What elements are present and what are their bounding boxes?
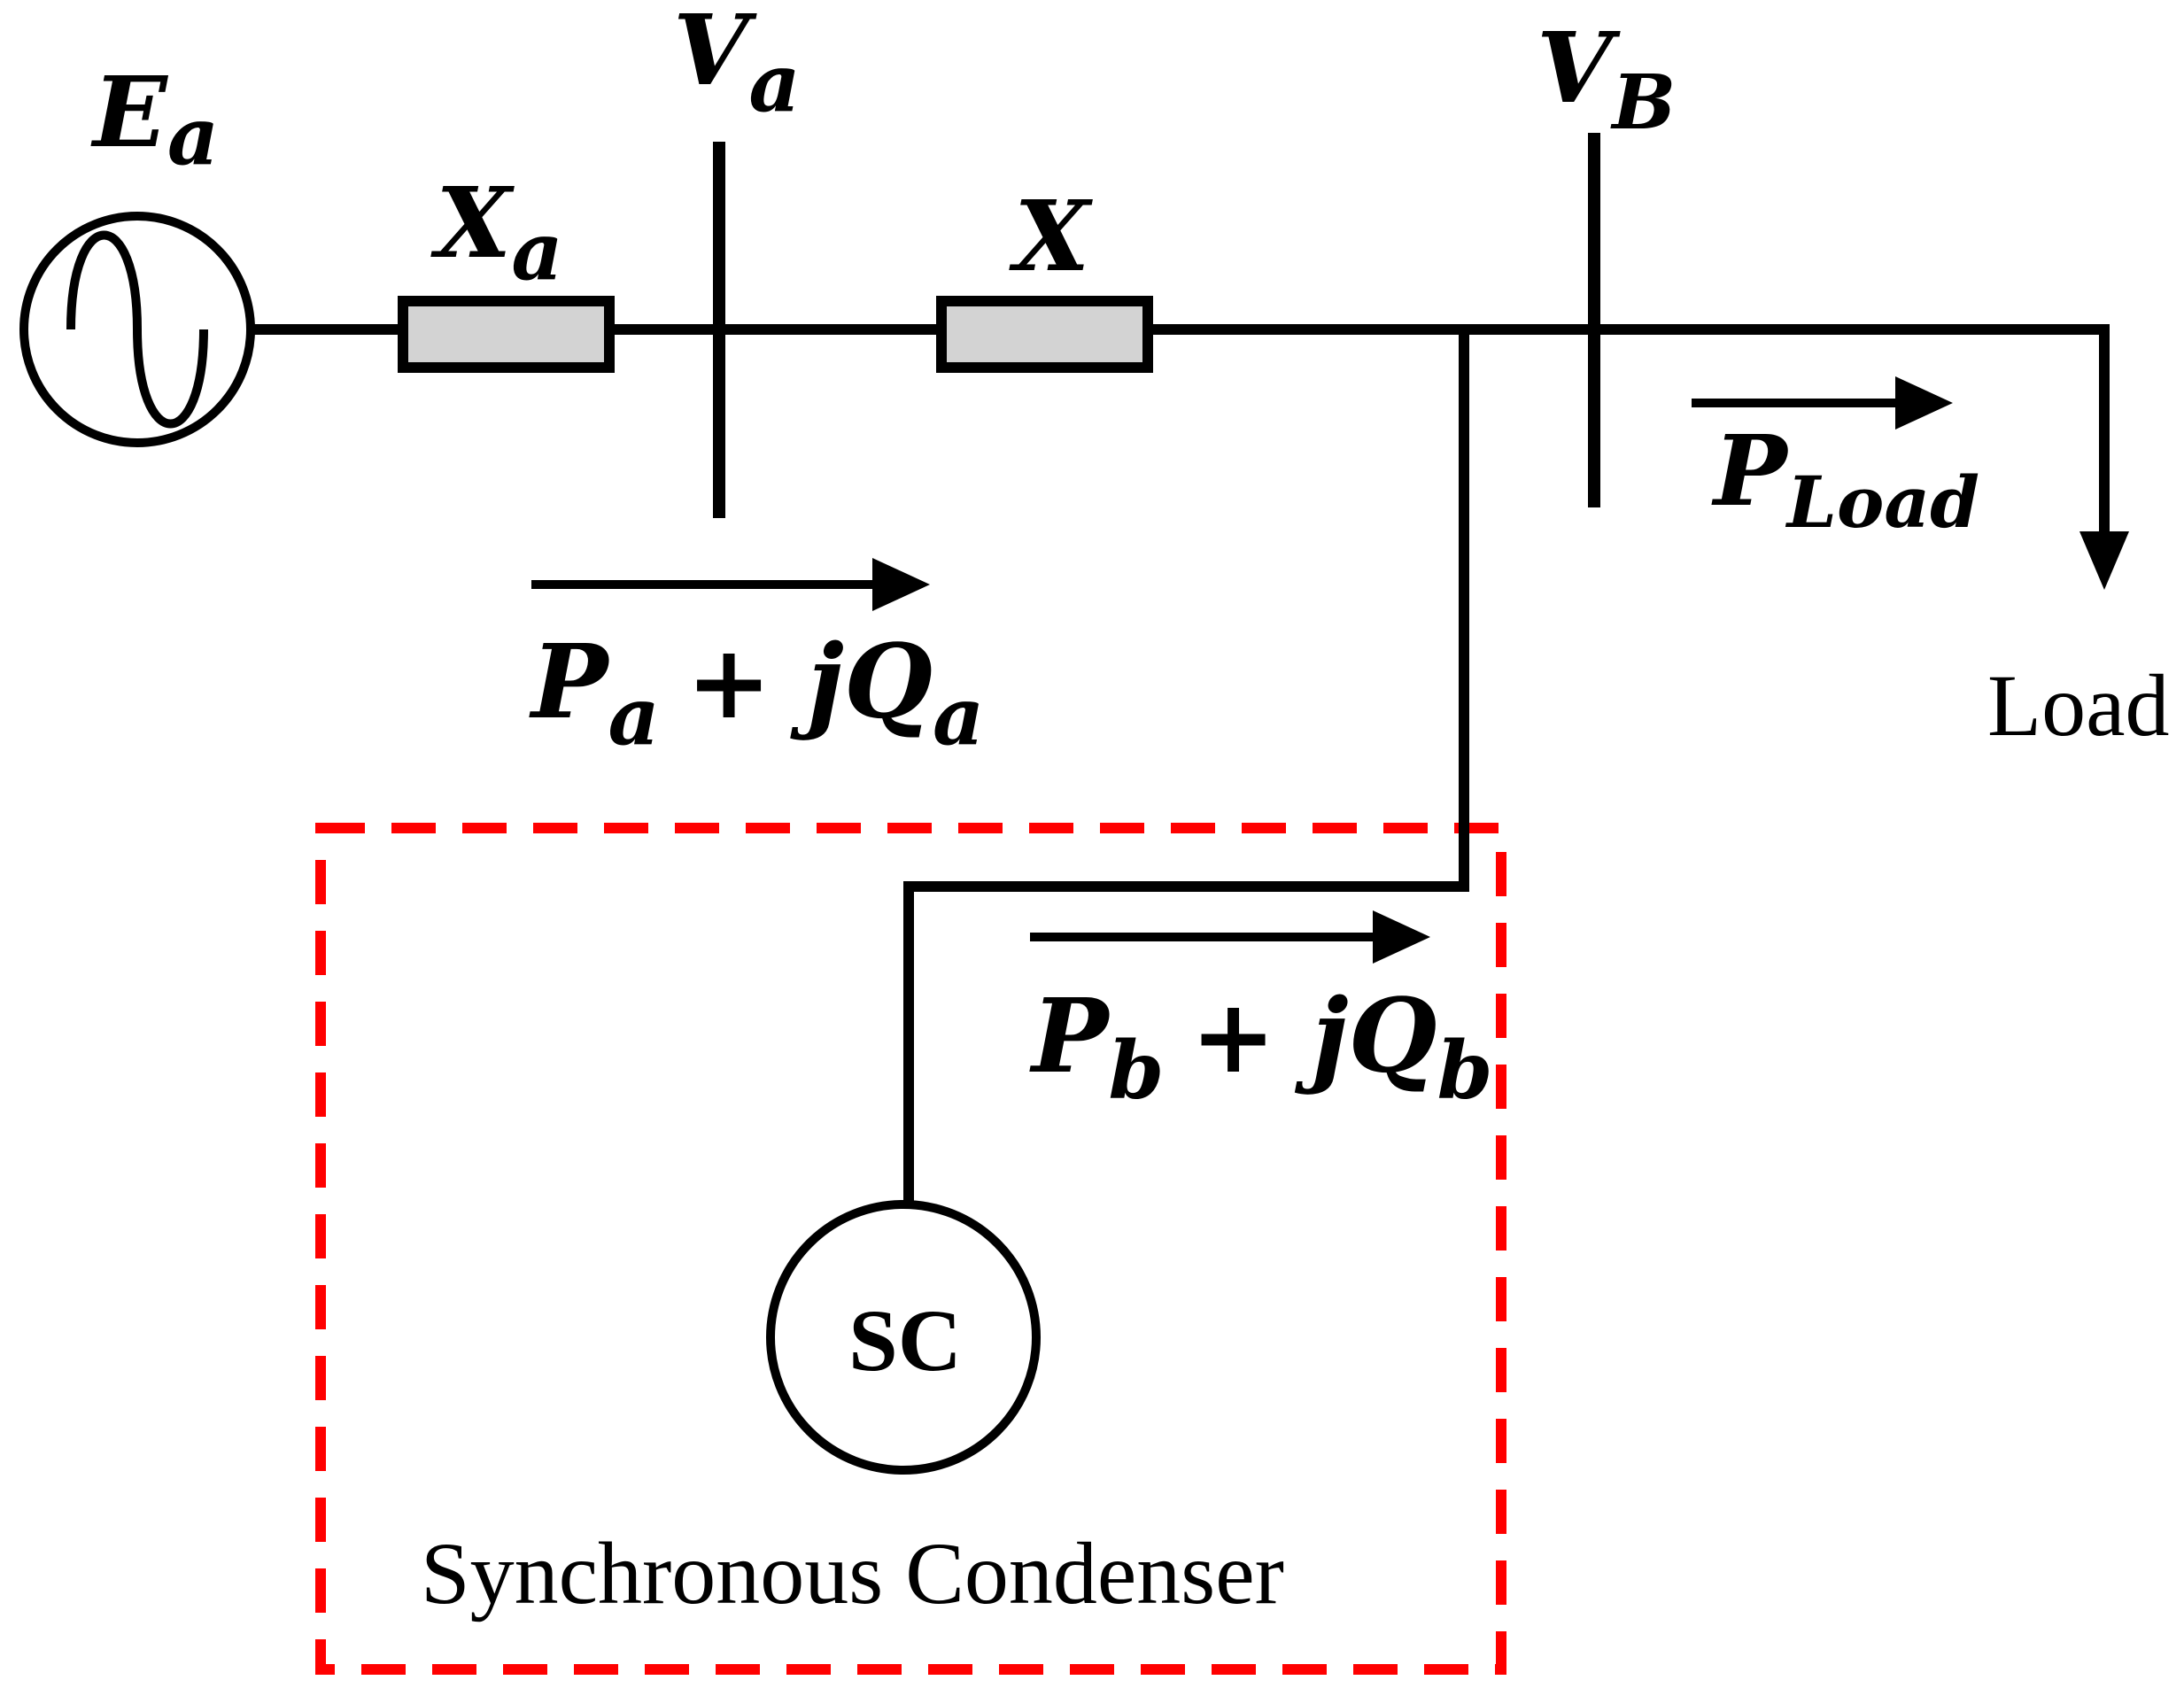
reactance-x — [936, 296, 1153, 373]
arrow-down-icon — [2079, 531, 2129, 590]
label-pload: PLoad — [1711, 414, 1979, 544]
label-va: Va — [673, 0, 801, 130]
label-xa: Xa — [430, 166, 563, 298]
label-x: X — [1009, 179, 1093, 293]
label-pb-jqb: Pb+ jQb — [1029, 977, 1493, 1118]
label-synchronous-condenser: Synchronous Condenser — [421, 1524, 1284, 1622]
label-ea: Ea — [90, 55, 219, 183]
label-vb: VB — [1537, 11, 1676, 147]
flow-arrow-pload — [1692, 376, 1953, 430]
wire-branch-to-sc — [903, 329, 1469, 1201]
flow-arrow-pb — [1030, 910, 1430, 964]
label-pa-jqa: Pa+ jQa — [529, 623, 984, 763]
sc-label: SC — [848, 1291, 962, 1390]
flow-arrow-pa — [531, 558, 930, 611]
label-load: Load — [1987, 656, 2169, 755]
reactance-xa — [398, 296, 615, 373]
sc-machine — [766, 1200, 1041, 1475]
synchronous-condenser-boundary — [315, 823, 1506, 1675]
ac-source-icon — [19, 212, 255, 447]
